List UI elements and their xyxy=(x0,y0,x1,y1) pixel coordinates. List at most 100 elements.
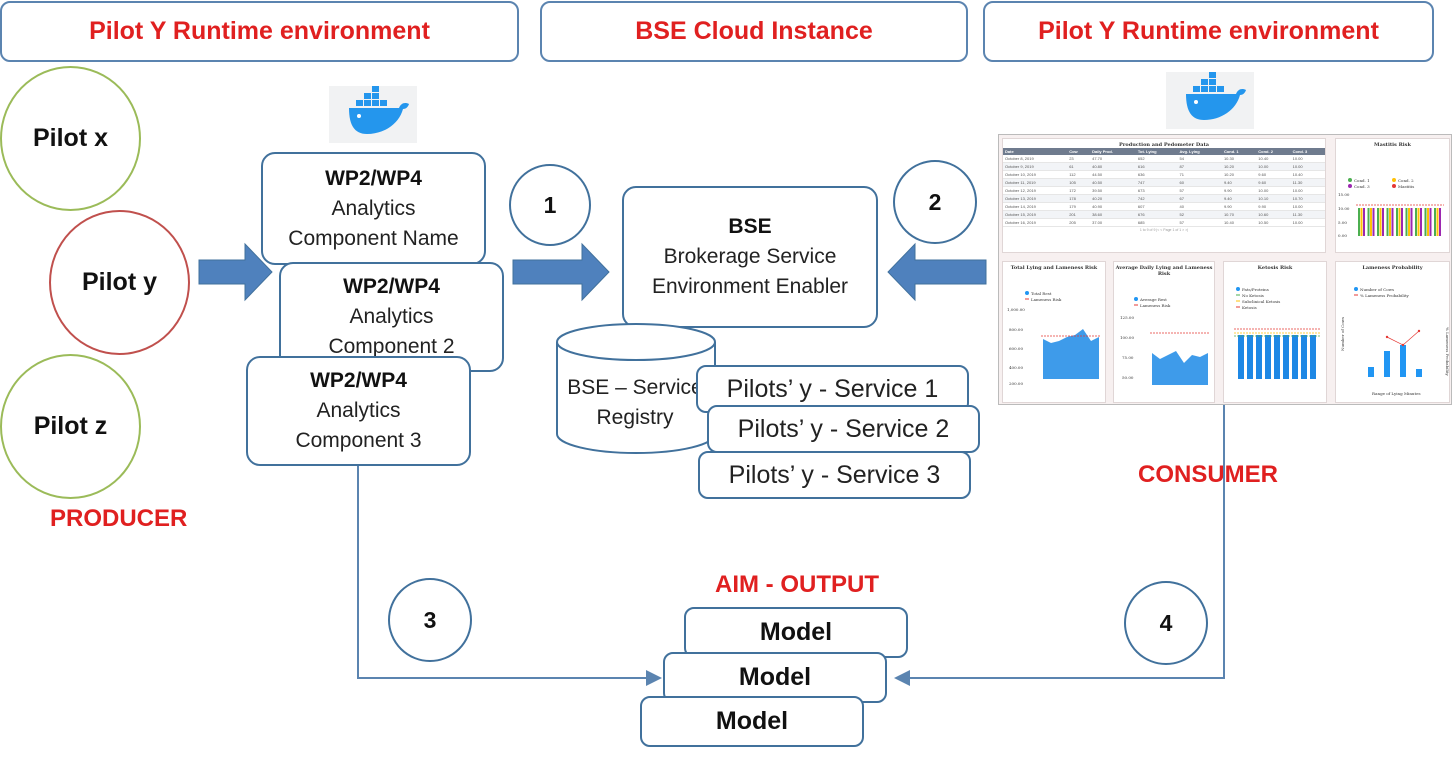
table-cell: 179 xyxy=(1067,202,1091,211)
table-cell: 23 xyxy=(1067,155,1091,163)
dashboard-table: Date Cow Daily Prod. Tot. Lying Avg. Lyi… xyxy=(1003,148,1325,227)
ketosis-bar xyxy=(1238,335,1244,379)
table-cell: October 16, 2019 xyxy=(1003,218,1068,227)
axis-label: % Lameness Probability xyxy=(1445,327,1450,377)
pilot-y-label: Pilot y xyxy=(81,268,157,296)
component-2-title: WP2/WP4 xyxy=(343,275,440,298)
component-2-line2: Component 2 xyxy=(328,335,455,358)
table-cell: 10.20 xyxy=(1221,170,1257,179)
tick-label: 800.00 xyxy=(1009,327,1023,332)
model-box-3: Model xyxy=(640,696,864,747)
table-cell: 10.60 xyxy=(1256,210,1291,219)
table-cell: 636 xyxy=(1135,170,1178,179)
avg-panel: Average Daily Lying and Lameness Risk Av… xyxy=(1113,261,1215,403)
mastitis-bar xyxy=(1377,208,1379,236)
step-1-circle: 1 xyxy=(509,164,591,246)
table-cell: 9.90 xyxy=(1221,202,1257,211)
ketosis-panel: Ketosis Risk Fats/Proteins No Ketosis Su… xyxy=(1223,261,1327,403)
step-4-label: 4 xyxy=(1159,609,1173,636)
table-cell: 40 xyxy=(1177,202,1222,211)
tick-label: 50.00 xyxy=(1122,375,1134,380)
legend-label: Number of Cows xyxy=(1360,287,1394,292)
aim-output-label: AIM - OUTPUT xyxy=(715,571,879,598)
mastitis-bar xyxy=(1367,208,1370,236)
table-cell: 37.00 xyxy=(1090,218,1136,227)
step-2-circle: 2 xyxy=(893,160,977,244)
legend-label: No Ketosis xyxy=(1242,293,1264,298)
table-cell: 87 xyxy=(1177,162,1222,171)
component-3-title: WP2/WP4 xyxy=(310,369,407,392)
bse-line2: Environment Enabler xyxy=(651,275,849,298)
pilot-z-label: Pilot z xyxy=(33,412,108,440)
table-cell: 10.20 xyxy=(1221,162,1257,171)
table-cell: 10.00 xyxy=(1290,162,1325,171)
mastitis-bar xyxy=(1427,208,1429,236)
tick-label: 5.00 xyxy=(1338,220,1347,225)
table-header: Cond. 2 xyxy=(1256,148,1291,155)
dashboard-table-panel: Production and Pedometer Data Date Cow D… xyxy=(1002,138,1326,253)
header-right: Pilot Y Runtime environment xyxy=(983,1,1434,62)
table-cell: 10.00 xyxy=(1290,202,1325,211)
table-cell: 10.40 xyxy=(1256,155,1291,163)
lameness-title: Lameness Probability xyxy=(1362,265,1423,271)
table-cell: October 10, 2019 xyxy=(1003,170,1068,179)
table-cell: 11.30 xyxy=(1290,210,1325,219)
table-cell: 57 xyxy=(1177,186,1222,195)
mastitis-bar xyxy=(1405,208,1408,236)
table-cell: 38.60 xyxy=(1090,210,1136,219)
table-cell: 39.50 xyxy=(1090,186,1136,195)
table-cell: 205 xyxy=(1067,218,1091,227)
mastitis-bar xyxy=(1382,208,1384,236)
table-cell: 178 xyxy=(1067,194,1091,203)
line-components-to-models xyxy=(357,463,662,686)
table-cell: 747 xyxy=(1135,178,1178,187)
arrow-pilot-to-components xyxy=(198,242,273,302)
mastitis-bar xyxy=(1391,208,1394,236)
table-cell: 60 xyxy=(1177,178,1222,187)
table-cell: 10.30 xyxy=(1221,155,1257,163)
table-cell: 47.70 xyxy=(1090,155,1136,163)
table-cell: 9.90 xyxy=(1256,202,1291,211)
component-box-1: WP2/WP4 Analytics Component Name xyxy=(261,152,486,265)
legend-label: Cond. 1 xyxy=(1354,178,1370,183)
mastitis-bar xyxy=(1363,208,1365,236)
component-3-line1: Analytics xyxy=(316,399,401,422)
table-cell: 44.50 xyxy=(1090,170,1136,179)
table-cell: 10.00 xyxy=(1290,218,1325,227)
component-1-title: WP2/WP4 xyxy=(325,166,422,190)
dashboard-table-title: Production and Pedometer Data xyxy=(1118,142,1210,148)
ketosis-bar xyxy=(1292,335,1298,379)
ketosis-bar xyxy=(1310,335,1316,379)
bse-box: BSE Brokerage Service Environment Enable… xyxy=(622,186,878,328)
pilot-y-circle: Pilot y xyxy=(49,210,190,355)
tick-label: 200.00 xyxy=(1009,381,1023,386)
mastitis-bar xyxy=(1389,208,1391,236)
table-header: Cond. 3 xyxy=(1290,148,1325,155)
mastitis-bar xyxy=(1429,208,1432,236)
table-cell: 172 xyxy=(1067,186,1091,195)
producer-label: PRODUCER xyxy=(50,505,188,532)
table-header: Avg. Lying xyxy=(1177,148,1222,155)
table-cell: October 14, 2019 xyxy=(1003,202,1068,211)
table-cell: 9.40 xyxy=(1221,194,1257,203)
avg-title: Average Daily Lying and Lameness Risk xyxy=(1115,265,1213,277)
table-cell: 10.10 xyxy=(1256,194,1291,203)
lameness-chart: Number of Cows % Lameness Probability Ra… xyxy=(1340,287,1450,396)
tick-label: 75.00 xyxy=(1122,355,1134,360)
step-2-label: 2 xyxy=(928,188,942,215)
axis-label: Number of Cows xyxy=(1340,317,1345,351)
table-cell: October 11, 2019 xyxy=(1003,178,1068,187)
table-cell: 10.40 xyxy=(1221,218,1257,227)
mastitis-bar xyxy=(1396,208,1398,236)
table-cell: 673 xyxy=(1135,186,1178,195)
table-header: Date xyxy=(1003,148,1068,155)
legend-label: % Lameness Probability xyxy=(1360,293,1410,298)
component-3-line2: Component 3 xyxy=(295,429,422,452)
mastitis-chart: Cond. 1 Cond. 2 Cond. 3 Mastitis 15.00 1… xyxy=(1338,178,1444,238)
mastitis-bar xyxy=(1417,208,1420,236)
step-1-label: 1 xyxy=(543,191,557,218)
